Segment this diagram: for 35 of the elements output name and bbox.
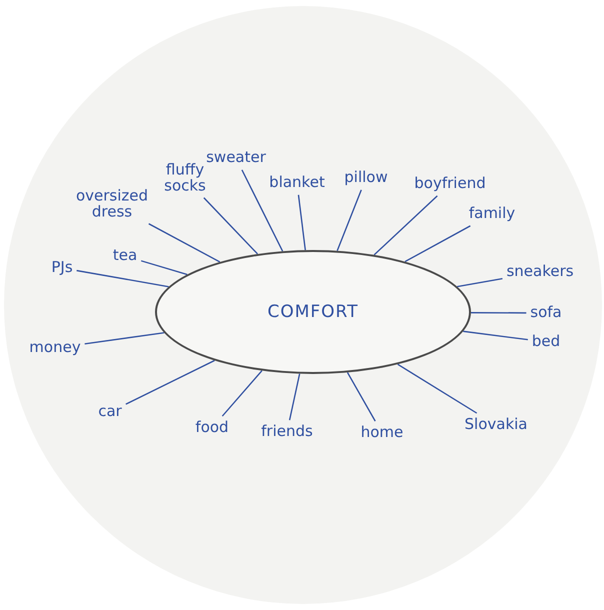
idea-word: car bbox=[98, 404, 122, 420]
idea-word: money bbox=[29, 340, 81, 356]
connector-line bbox=[288, 374, 300, 420]
connector-line bbox=[241, 170, 284, 252]
connector-line bbox=[140, 260, 188, 276]
connector-line bbox=[457, 278, 503, 288]
connector-line bbox=[298, 194, 306, 250]
idea-word: tea bbox=[112, 248, 138, 264]
idea-word: bed bbox=[532, 334, 560, 350]
idea-word: blanket bbox=[269, 175, 325, 191]
idea-word: pillow bbox=[344, 170, 388, 186]
idea-word: family bbox=[468, 206, 516, 222]
connector-line bbox=[346, 372, 376, 422]
connector-line bbox=[404, 225, 471, 262]
connector-line bbox=[470, 312, 526, 314]
idea-word: Slovakia bbox=[464, 417, 528, 433]
connector-line bbox=[76, 270, 169, 288]
connector-line bbox=[336, 190, 362, 251]
idea-word: sofa bbox=[530, 305, 562, 321]
idea-word: boyfriend bbox=[414, 176, 486, 192]
connector-line bbox=[463, 330, 528, 340]
idea-word: home bbox=[360, 425, 404, 441]
idea-word: food bbox=[195, 420, 229, 436]
idea-word: oversized dress bbox=[72, 188, 152, 220]
connector-line bbox=[126, 360, 215, 405]
connector-line bbox=[222, 370, 262, 417]
connector-line bbox=[374, 195, 438, 256]
connector-line bbox=[148, 223, 220, 262]
idea-word: PJs bbox=[51, 260, 73, 276]
connector-line bbox=[84, 332, 164, 344]
idea-word: sneakers bbox=[506, 264, 574, 280]
central-topic: COMFORT bbox=[267, 302, 359, 322]
idea-word: friends bbox=[261, 424, 313, 440]
connector-line bbox=[203, 197, 258, 254]
connector-line bbox=[397, 364, 478, 414]
